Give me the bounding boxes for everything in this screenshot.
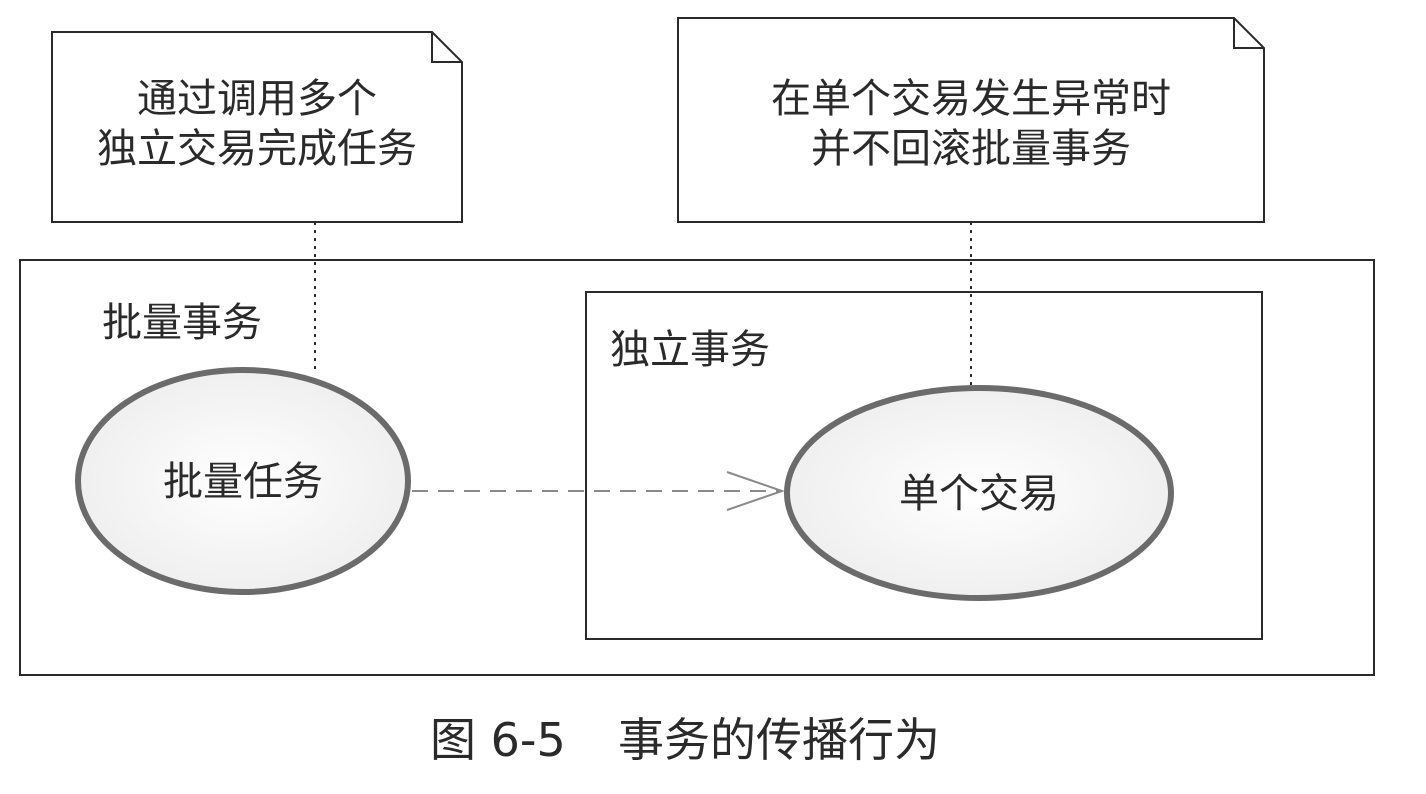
figure-number: 图 6-5 [430,713,566,767]
frame-independent-transaction [585,291,1263,640]
node-batch-task-label: 批量任务 [163,459,323,505]
dependency-arrow-head [726,471,786,511]
dependency-arrow [412,471,786,511]
frame-batch-transaction [19,259,1375,676]
note-left-fold [431,32,462,63]
note-right-shape [677,17,1265,223]
node-single-transaction [784,385,1174,601]
note-right-line-1: 在单个交易发生异常时 [771,76,1171,122]
note-left-line-2: 独立交易完成任务 [97,126,417,172]
note-right-line-2: 并不回滚批量事务 [811,126,1131,172]
note-left-line-1: 通过调用多个 [137,76,377,122]
node-batch-task [75,367,411,595]
frame-independent-transaction-label: 独立事务 [610,327,770,373]
note-left: 通过调用多个 独立交易完成任务 [51,31,463,223]
figure-title: 事务的传播行为 [618,713,940,767]
node-single-transaction-label: 单个交易 [899,471,1059,517]
note-right-fold [1233,18,1264,49]
frame-batch-transaction-label: 批量事务 [102,300,262,346]
note-left-shape [51,31,463,223]
note-right: 在单个交易发生异常时 并不回滚批量事务 [677,17,1265,223]
